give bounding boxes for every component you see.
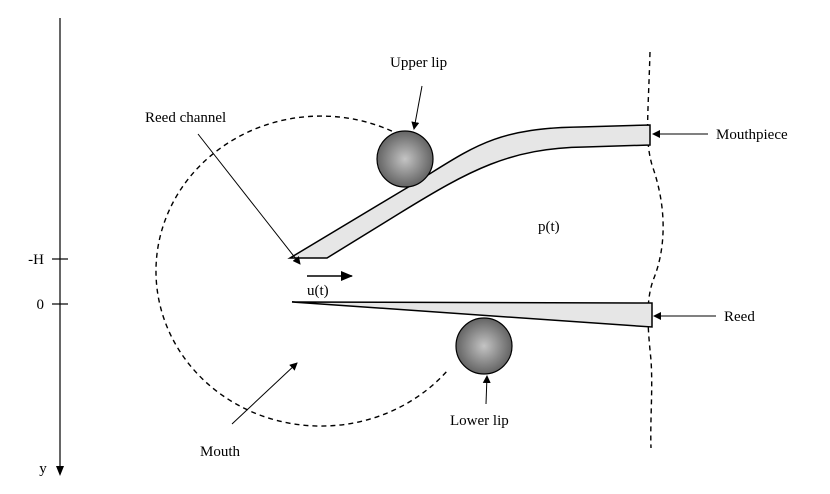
label-flow: u(t) xyxy=(307,283,329,299)
mouth-outline xyxy=(155,115,449,427)
label-upper-lip: Upper lip xyxy=(390,55,447,71)
reed-channel-pointer xyxy=(197,133,301,265)
label-lower-lip: Lower lip xyxy=(450,413,509,429)
reed-shape xyxy=(291,301,653,328)
mouthpiece-boundary xyxy=(646,51,664,449)
y-tick-label-zero: 0 xyxy=(37,297,45,313)
pointer-arrows xyxy=(197,85,716,425)
mouth-pointer xyxy=(231,362,298,425)
upper-lip-pointer xyxy=(411,85,423,130)
lower-lip-pointer xyxy=(482,375,491,405)
label-pressure: p(t) xyxy=(538,219,560,235)
y-axis: -H 0 y xyxy=(28,18,68,477)
lower-lip xyxy=(455,317,513,375)
mouthpiece-wall xyxy=(287,124,651,259)
upper-lip xyxy=(376,130,434,188)
y-tick-label-minus-h: -H xyxy=(28,252,44,268)
label-reed: Reed xyxy=(724,309,755,325)
y-axis-label: y xyxy=(39,461,47,477)
label-mouthpiece: Mouthpiece xyxy=(716,127,788,143)
label-mouth: Mouth xyxy=(200,444,241,460)
label-reed-channel: Reed channel xyxy=(145,110,226,126)
y-axis-arrowhead xyxy=(56,466,64,476)
